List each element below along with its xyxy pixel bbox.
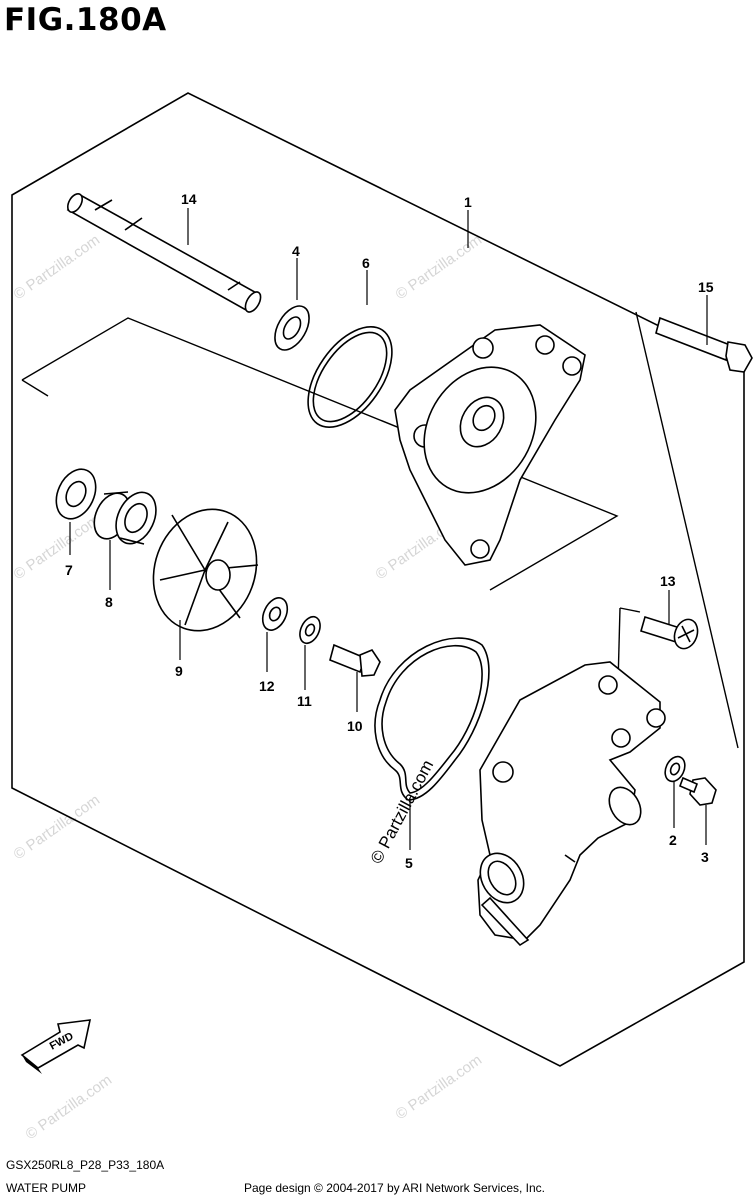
callout-3: 3 [701,849,709,865]
washer-11 [299,615,321,645]
diagram-name: WATER PUMP [6,1181,86,1195]
pump-cover [394,324,586,566]
callout-9: 9 [175,663,183,679]
callout-14: 14 [181,191,197,207]
callout-2: 2 [669,832,677,848]
callout-8: 8 [105,594,113,610]
copyright-notice: Page design © 2004-2017 by ARI Network S… [244,1181,546,1195]
washer-2 [664,755,686,783]
assembly-frame [11,92,745,1067]
watermark-6: © Partzilla.com [393,1051,486,1123]
oil-seal-7 [55,468,97,520]
bolt-3 [678,776,717,806]
callouts: 14 1 4 6 15 7 8 9 12 11 10 13 5 2 3 [65,191,714,871]
watermark-3: © Partzilla.com [11,511,104,583]
callout-13: 13 [660,573,676,589]
center-watermark: © Partzilla.com [367,757,438,867]
callout-4: 4 [292,243,300,259]
fwd-arrow-icon: FWD [20,1019,92,1074]
bolt-13 [640,615,699,650]
leader-lines [69,208,708,850]
washer-4 [274,305,310,351]
gasket-5 [374,637,490,801]
callout-12: 12 [259,678,275,694]
callout-1: 1 [464,194,472,210]
watermark-1: © Partzilla.com [11,231,104,303]
bolt-group-bracket [635,311,739,749]
impeller-9 [152,508,259,632]
diagram-code: GSX250RL8_P28_P33_180A [6,1158,165,1172]
callout-5: 5 [405,855,413,871]
callout-7: 7 [65,562,73,578]
callout-10: 10 [347,718,363,734]
impeller-group-bracket [21,317,619,591]
callout-11: 11 [297,693,312,709]
washer-12 [261,597,289,631]
mechanical-seal-8 [93,491,157,545]
bolt-15 [655,316,753,373]
callout-6: 6 [362,255,370,271]
pump-shaft [66,193,262,313]
bolt-10 [329,643,381,677]
watermarks: © Partzilla.com © Partzilla.com © Partzi… [11,231,486,1143]
o-ring-6 [307,326,393,428]
callout-15: 15 [698,279,714,295]
figure-title: FIG.180A [4,2,167,38]
watermark-2: © Partzilla.com [393,231,486,303]
pump-body [477,661,666,947]
watermark-7: © Partzilla.com [23,1071,116,1143]
